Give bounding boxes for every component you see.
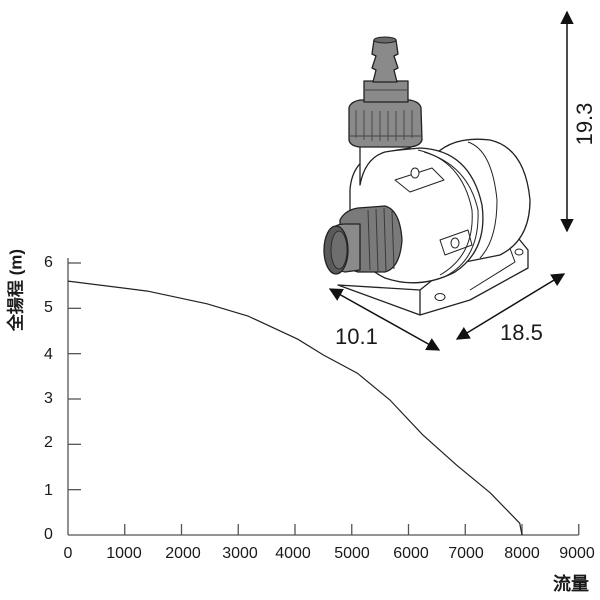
chart-axes (67, 258, 580, 536)
pump-outlet-neck (359, 144, 413, 186)
x-tick-label: 9000 (559, 545, 595, 562)
y-tick-label: 1 (44, 482, 53, 499)
height-dimension-label: 19.3 (572, 102, 597, 146)
y-tick-label: 4 (44, 346, 53, 363)
x-tick-label: 1000 (106, 545, 142, 562)
y-tick-label: 2 (44, 434, 53, 451)
x-tick-label: 7000 (448, 545, 484, 562)
x-tick-label: 8000 (504, 545, 540, 562)
depth-dimension-label: 18.5 (500, 320, 543, 345)
width-dimension-arrow (328, 288, 441, 351)
pump-outlet-collar (363, 80, 409, 103)
x-tick-label: 0 (63, 545, 73, 562)
x-tick-label: 6000 (393, 545, 429, 562)
x-tick-label: 5000 (334, 545, 370, 562)
y-tick-label: 6 (44, 254, 53, 271)
pump-performance-curve (67, 280, 523, 536)
x-tick-label: 4000 (275, 545, 311, 562)
y-tick-label: 5 (44, 299, 53, 316)
y-tick-label: 3 (44, 390, 53, 407)
pump-illustration (323, 36, 531, 316)
x-tick-label: 3000 (222, 545, 258, 562)
x-axis-label: 流量 (553, 574, 589, 594)
width-dimension-label: 10.1 (335, 324, 378, 349)
y-axis-label: 全揚程 (m) (6, 248, 26, 332)
pump-hose-barb (371, 39, 399, 83)
pump-outlet-union-nut (348, 99, 423, 148)
y-tick-label: 0 (44, 526, 53, 543)
x-tick-label: 2000 (165, 545, 201, 562)
depth-dimension-arrow (455, 273, 566, 340)
